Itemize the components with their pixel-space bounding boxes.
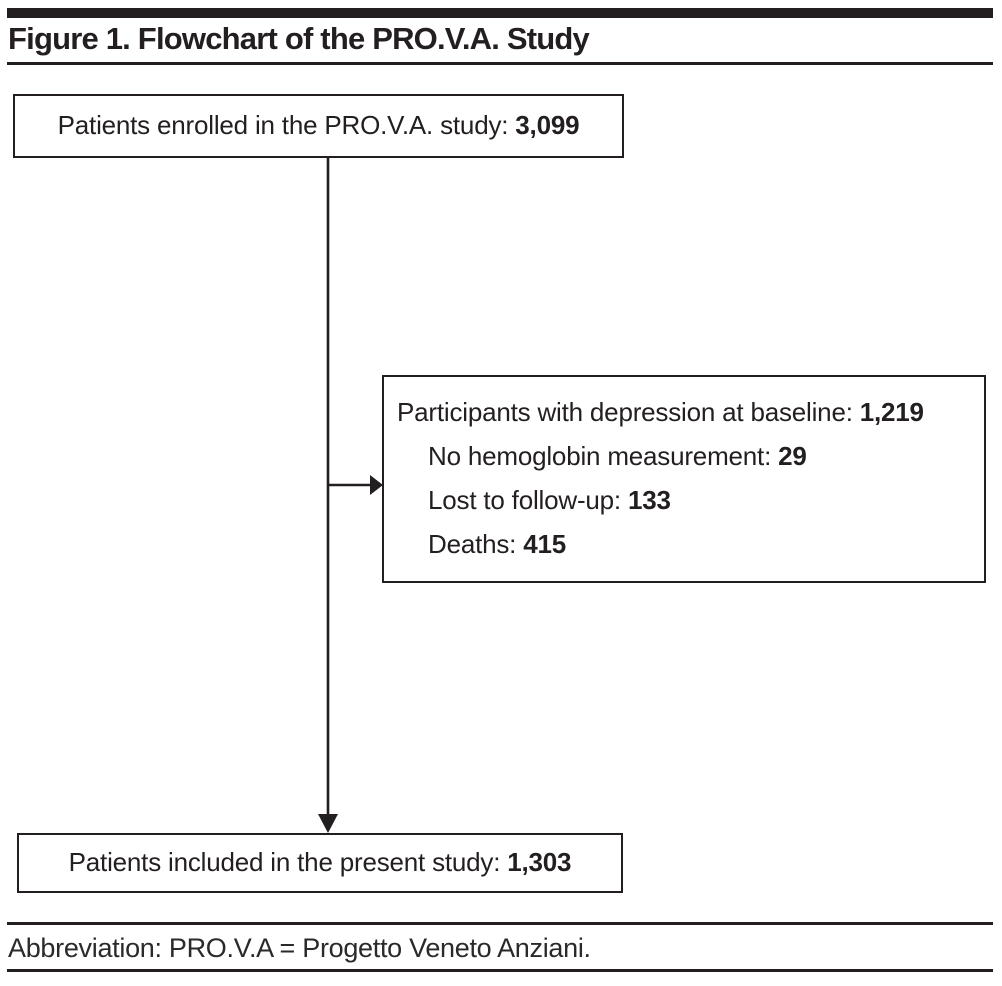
excluded-item2-value: 133 bbox=[627, 485, 671, 515]
node-enrolled-value: 3,099 bbox=[515, 110, 580, 141]
footnote-bottom-rule bbox=[7, 969, 993, 972]
footnote-top-rule bbox=[7, 922, 993, 925]
excluded-item1-value: 29 bbox=[778, 441, 807, 471]
top-thick-rule bbox=[7, 8, 993, 18]
node-included-value: 1,303 bbox=[507, 847, 572, 878]
node-included-text: Patients included in the present study:1… bbox=[68, 847, 572, 878]
excluded-item3-label: Deaths: bbox=[428, 529, 517, 559]
node-enrolled-text: Patients enrolled in the PRO.V.A. study:… bbox=[57, 110, 580, 141]
right-arrowhead-icon bbox=[370, 475, 383, 495]
node-included: Patients included in the present study:1… bbox=[17, 833, 623, 893]
node-included-label: Patients included in the present study: bbox=[68, 847, 501, 878]
excluded-item3-value: 415 bbox=[523, 529, 566, 559]
down-arrowhead-icon bbox=[318, 814, 338, 833]
excluded-title-label: Participants with depression at baseline… bbox=[397, 397, 853, 427]
node-excluded: Participants with depression at baseline… bbox=[382, 375, 986, 583]
title-underline-rule bbox=[7, 62, 993, 65]
excluded-title-row: Participants with depression at baseline… bbox=[397, 390, 976, 434]
figure-title: Figure 1. Flowchart of the PRO.V.A. Stud… bbox=[8, 21, 590, 56]
excluded-item2-label: Lost to follow-up: bbox=[428, 485, 621, 515]
excluded-item-row: Deaths:415 bbox=[397, 522, 976, 566]
figure-footnote: Abbreviation: PRO.V.A = Progetto Veneto … bbox=[8, 933, 591, 963]
excluded-item-row: Lost to follow-up:133 bbox=[397, 478, 976, 522]
excluded-title-value: 1,219 bbox=[859, 397, 924, 427]
node-enrolled-label: Patients enrolled in the PRO.V.A. study: bbox=[57, 110, 509, 141]
excluded-item-row: No hemoglobin measurement:29 bbox=[397, 434, 976, 478]
excluded-item1-label: No hemoglobin measurement: bbox=[428, 441, 772, 471]
node-enrolled: Patients enrolled in the PRO.V.A. study:… bbox=[13, 94, 624, 158]
